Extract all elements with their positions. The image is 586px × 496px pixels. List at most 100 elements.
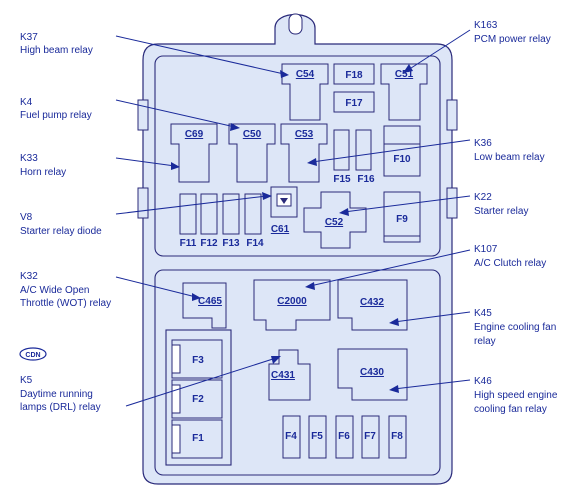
label-c465: C465 <box>198 296 222 307</box>
label-k5-code: K5 <box>20 375 33 386</box>
upper-compartment <box>154 55 441 257</box>
arrow-k163 <box>403 64 413 73</box>
fuse-f13 <box>222 193 240 235</box>
label-k45-line2: relay <box>474 336 496 347</box>
arrow-k4 <box>230 123 240 131</box>
label-f1: F1 <box>192 433 204 444</box>
label-f3: F3 <box>192 355 204 366</box>
arrow-k32 <box>192 293 201 301</box>
label-f7: F7 <box>364 431 376 442</box>
arrow-v8 <box>262 192 272 200</box>
label-f9: F9 <box>396 214 408 225</box>
label-k163-desc: PCM power relay <box>474 34 551 45</box>
label-f5: F5 <box>311 431 323 442</box>
arrow-k45 <box>389 318 399 326</box>
label-k4-code: K4 <box>20 97 33 108</box>
relay-c2000 <box>253 279 331 331</box>
label-k46-line2: cooling fan relay <box>474 404 547 415</box>
label-f6: F6 <box>338 431 350 442</box>
relay-c432 <box>337 279 408 331</box>
arrow-k37 <box>280 70 289 78</box>
label-f12: F12 <box>200 238 218 249</box>
relay-c53 <box>280 123 328 183</box>
leader-v8 <box>115 195 268 215</box>
fuse-f11 <box>179 193 197 235</box>
label-f18: F18 <box>345 70 363 81</box>
label-f16: F16 <box>357 174 375 185</box>
fuse-f3-tab <box>171 344 181 374</box>
diode-icon <box>280 198 288 204</box>
label-c50: C50 <box>243 129 262 140</box>
label-c51: C51 <box>395 69 414 80</box>
label-f13: F13 <box>222 238 240 249</box>
label-k46-code: K46 <box>474 376 492 387</box>
label-v8-desc: Starter relay diode <box>20 226 102 237</box>
relay-c51 <box>380 63 428 121</box>
label-k107-desc: A/C Clutch relay <box>474 258 546 269</box>
label-f14: F14 <box>246 238 264 249</box>
leader-k32 <box>115 276 197 298</box>
fuse-f18 <box>333 63 375 85</box>
label-c61: C61 <box>271 224 290 235</box>
label-k32-line2: Throttle (WOT) relay <box>20 298 111 309</box>
fuse-f16 <box>355 129 372 171</box>
fuse-f6 <box>335 415 354 459</box>
leader-k4 <box>115 99 236 128</box>
label-c432: C432 <box>360 297 384 308</box>
relay-c52 <box>303 191 367 249</box>
label-k5-line1: Daytime running <box>20 389 93 400</box>
label-k37-code: K37 <box>20 32 38 43</box>
fuse-f1-tab <box>171 424 181 454</box>
relay-c430 <box>337 348 408 401</box>
label-k163-code: K163 <box>474 20 498 31</box>
leader-k22 <box>343 195 471 213</box>
label-k32-line1: A/C Wide Open <box>20 285 89 296</box>
fuse-f14 <box>244 193 262 235</box>
side-tab-right-top <box>446 99 458 131</box>
lower-compartment <box>154 269 441 476</box>
label-c430: C430 <box>360 367 384 378</box>
label-k32-code: K32 <box>20 271 38 282</box>
label-f2: F2 <box>192 394 204 405</box>
relay-c69 <box>170 123 218 183</box>
arrow-k22 <box>339 208 349 216</box>
leader-k33 <box>115 157 176 167</box>
leader-k163 <box>407 29 471 71</box>
label-v8-code: V8 <box>20 212 33 223</box>
side-tab-right-bottom <box>446 187 458 219</box>
label-k4-desc: Fuel pump relay <box>20 110 92 121</box>
label-k22-code: K22 <box>474 192 492 203</box>
fuse-f5 <box>308 415 327 459</box>
label-c69: C69 <box>185 129 204 140</box>
leader-k37 <box>115 35 285 75</box>
label-k36-code: K36 <box>474 138 492 149</box>
fuse-f9 <box>383 191 421 243</box>
label-f11: F11 <box>180 238 197 249</box>
arrow-k5 <box>271 356 281 364</box>
label-k107-code: K107 <box>474 244 498 255</box>
cdn-text: CDN <box>25 352 40 359</box>
label-f15: F15 <box>333 174 351 185</box>
maxi-fuse-block <box>165 329 232 466</box>
fuse-f7 <box>361 415 380 459</box>
label-c431: C431 <box>271 370 295 381</box>
leader-lines <box>115 29 471 407</box>
label-k5-line2: lamps (DRL) relay <box>20 402 101 413</box>
arrow-k36 <box>307 158 317 166</box>
fuse-f17 <box>333 91 375 113</box>
cdn-badge <box>19 347 47 361</box>
relay-c50 <box>228 123 276 183</box>
fuse-f12 <box>200 193 218 235</box>
label-k33-code: K33 <box>20 153 38 164</box>
relay-c54 <box>281 63 329 121</box>
label-k36-desc: Low beam relay <box>474 152 545 163</box>
leader-k107 <box>309 249 471 287</box>
fuse-f2-tab <box>171 384 181 414</box>
label-f17: F17 <box>345 98 363 109</box>
label-k46-line1: High speed engine <box>474 390 558 401</box>
arrow-k33 <box>171 162 180 170</box>
label-k33-desc: Horn relay <box>20 167 66 178</box>
arrow-k107 <box>305 282 315 290</box>
